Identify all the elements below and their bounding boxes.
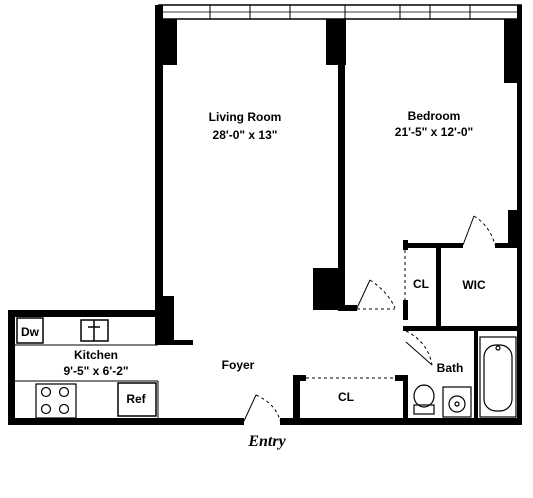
sink-icon (80, 319, 109, 342)
closet-bedroom-label: CL (413, 277, 429, 291)
living-room-dims: 28'-0" x 13" (213, 128, 278, 142)
kitchen-counter (15, 344, 159, 418)
kitchen-name: Kitchen (74, 348, 118, 362)
bath-label: Bath (437, 361, 464, 375)
wic-label: WIC (462, 278, 486, 292)
toilet-icon (413, 384, 435, 415)
window-band (158, 4, 522, 20)
dishwasher-label: Dw (21, 325, 40, 339)
refrigerator-label: Ref (126, 392, 146, 406)
foyer-label: Foyer (222, 358, 255, 372)
dishwasher (16, 317, 44, 344)
refrigerator (117, 382, 157, 417)
bedroom-dims: 21'-5" x 12'-0" (395, 125, 473, 139)
dashed-openings (306, 250, 406, 379)
walls (8, 5, 522, 425)
bathtub-icon (479, 336, 517, 418)
stove-icon (35, 383, 77, 419)
bedroom-name: Bedroom (408, 109, 461, 123)
lavatory-icon (442, 386, 472, 418)
kitchen-dims: 9'-5" x 6'-2" (63, 364, 128, 378)
closet-foyer-label: CL (338, 390, 354, 404)
living-room-name: Living Room (209, 110, 282, 124)
entry-label: Entry (247, 433, 286, 450)
doors (243, 215, 496, 422)
